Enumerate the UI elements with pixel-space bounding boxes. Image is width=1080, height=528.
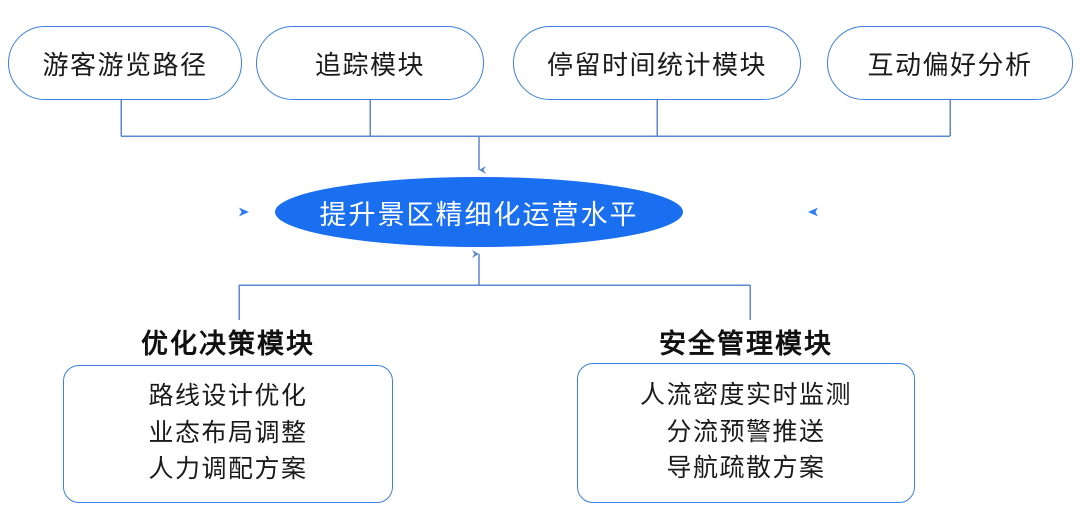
node-dwell-time[interactable]: 停留时间统计模块: [513, 26, 801, 100]
node-interaction-preference-label: 互动偏好分析: [867, 50, 1033, 80]
module-safety-item-3: 导航疏散方案: [666, 455, 826, 483]
node-goal[interactable]: 提升景区精细化运营水平: [275, 177, 683, 247]
module-optimization-box[interactable]: 路线设计优化 业态布局调整 人力调配方案: [63, 365, 393, 503]
node-tracking[interactable]: 追踪模块: [256, 26, 484, 100]
module-optimization-item-3: 人力调配方案: [148, 456, 308, 484]
module-safety-item-2: 分流预警推送: [666, 418, 826, 446]
module-optimization-item-1: 路线设计优化: [148, 383, 308, 411]
module-safety-title: 安全管理模块: [659, 329, 833, 359]
module-safety-box[interactable]: 人流密度实时监测 分流预警推送 导航疏散方案: [577, 363, 915, 503]
node-dwell-time-label: 停留时间统计模块: [546, 50, 767, 80]
node-visitor-route[interactable]: 游客游览路径: [8, 26, 242, 100]
node-interaction-preference[interactable]: 互动偏好分析: [827, 26, 1073, 100]
module-optimization-title: 优化决策模块: [141, 329, 315, 359]
node-visitor-route-label: 游客游览路径: [42, 50, 208, 80]
node-tracking-label: 追踪模块: [314, 50, 425, 80]
node-goal-label: 提升景区精细化运营水平: [319, 199, 639, 230]
module-optimization-item-2: 业态布局调整: [148, 419, 308, 447]
module-safety-item-1: 人流密度实时监测: [639, 382, 852, 410]
